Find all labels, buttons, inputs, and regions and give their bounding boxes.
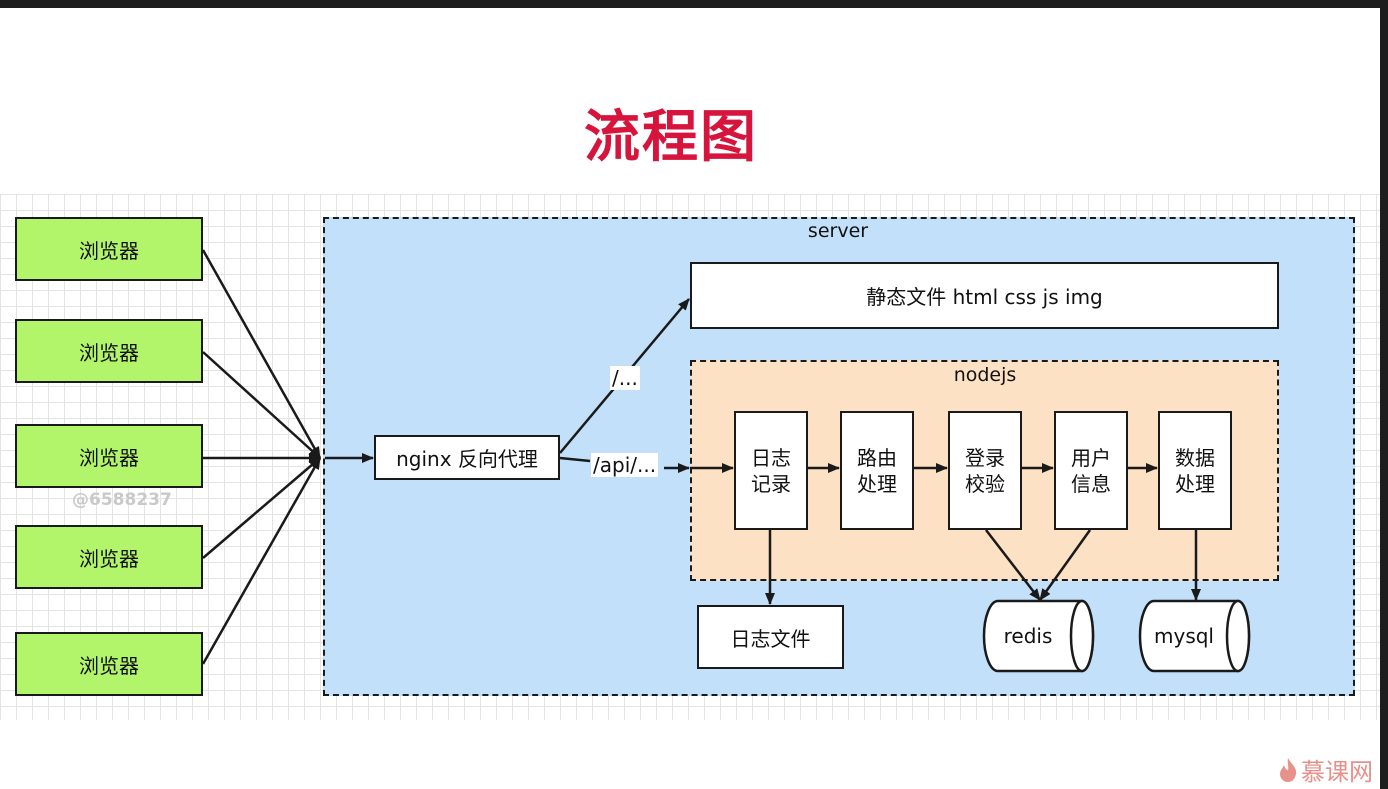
browser-node: 浏览器 xyxy=(15,319,203,383)
edge-login-redis xyxy=(985,529,1041,601)
edge-browser-5 xyxy=(201,457,322,665)
step-label: 处理 xyxy=(857,471,897,496)
step-label: 校验 xyxy=(965,471,1005,496)
step-user-info: 用户 信息 xyxy=(1054,411,1128,530)
route-label-api: /api/... xyxy=(591,453,659,477)
page-title: 流程图 xyxy=(584,105,758,170)
edge-browser-2 xyxy=(202,351,321,459)
step-label: 路由 xyxy=(857,445,897,470)
edge-user-redis xyxy=(1038,529,1092,601)
step-label: 处理 xyxy=(1175,471,1215,496)
right-border xyxy=(1380,8,1388,789)
step-label: 数据 xyxy=(1175,445,1215,470)
flame-icon xyxy=(1280,757,1297,782)
browser-node: 浏览器 xyxy=(15,217,203,281)
redis-label: redis xyxy=(1003,624,1053,648)
step-data-handling: 数据 处理 xyxy=(1158,411,1232,530)
top-border xyxy=(0,0,1388,8)
edge-browser-1 xyxy=(201,249,322,459)
browser-node: 浏览器 xyxy=(15,632,203,696)
step-login-check: 登录 校验 xyxy=(948,411,1022,530)
server-label: server xyxy=(807,220,869,242)
step-label: 日志 xyxy=(751,445,791,470)
redis-cylinder xyxy=(982,599,1095,673)
watermark-text: @6588237 xyxy=(72,490,172,510)
nginx-box: nginx 反向代理 xyxy=(374,435,560,480)
step-route-handling: 路由 处理 xyxy=(840,411,914,530)
browser-node: 浏览器 xyxy=(15,424,203,488)
step-label: 信息 xyxy=(1071,471,1111,496)
browser-node: 浏览器 xyxy=(15,525,203,589)
step-label: 登录 xyxy=(965,445,1005,470)
edge-nginx-api-a xyxy=(559,456,591,463)
step-label: 用户 xyxy=(1071,445,1111,470)
log-file-box: 日志文件 xyxy=(697,605,844,669)
mysql-cylinder xyxy=(1138,599,1251,673)
edge-browser-4 xyxy=(202,457,321,559)
step-log-record: 日志 记录 xyxy=(734,411,808,530)
step-label: 记录 xyxy=(751,471,791,496)
brand-logo: 慕课网 xyxy=(1278,752,1373,787)
nodejs-label: nodejs xyxy=(953,364,1017,386)
mysql-label: mysql xyxy=(1154,624,1214,648)
static-files-box: 静态文件 html css js img xyxy=(690,262,1279,329)
brand-name: 慕课网 xyxy=(1301,758,1373,786)
route-label-static: /... xyxy=(610,366,640,390)
